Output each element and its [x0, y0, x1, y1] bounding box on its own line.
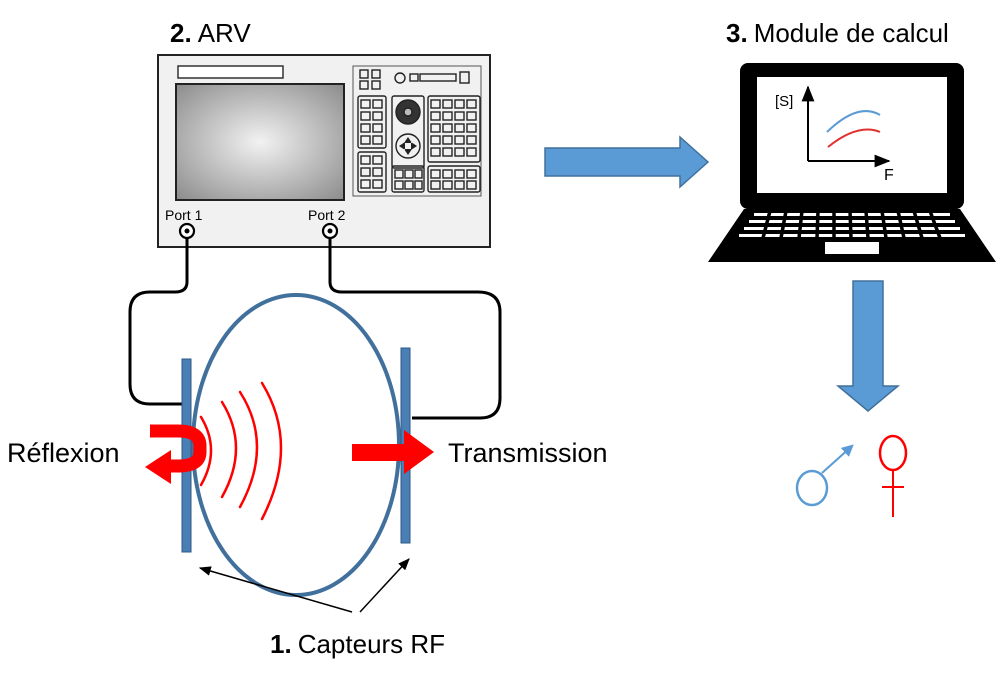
port2-label: Port 2 [308, 207, 346, 223]
capteurs-label: 1.Capteurs RF [270, 629, 445, 659]
male-symbol-icon [795, 444, 854, 507]
network-analyzer-icon: Port 1 Port 2 [157, 54, 491, 248]
pointer-arrow-left [198, 566, 353, 613]
laptop-screen-plot: [S] F [775, 85, 894, 184]
cable-port2 [328, 238, 502, 420]
plot-y-label: [S] [775, 93, 793, 110]
plot-curve-blue [826, 110, 881, 133]
reflexion-label: Réflexion [7, 438, 120, 468]
module-label: 3.Module de calcul [726, 18, 949, 48]
cable-port1 [128, 238, 189, 406]
down-flow-arrow [835, 280, 901, 412]
female-symbol-icon [878, 434, 908, 517]
port2-connector [321, 222, 339, 240]
plot-x-label: F [884, 167, 894, 184]
port1-label: Port 1 [165, 207, 203, 223]
arv-label: 2.ARV [170, 18, 251, 48]
rf-waves [199, 381, 283, 521]
reflection-arrow [145, 424, 207, 484]
right-flow-arrow [544, 135, 710, 189]
plot-curve-red [827, 128, 881, 148]
port1-connector [178, 222, 196, 240]
transmission-arrow [352, 430, 434, 474]
laptop-icon [708, 63, 996, 262]
pointer-arrow-right [359, 558, 410, 613]
rf-sensor-left [181, 358, 192, 553]
transmission-label: Transmission [448, 438, 608, 468]
